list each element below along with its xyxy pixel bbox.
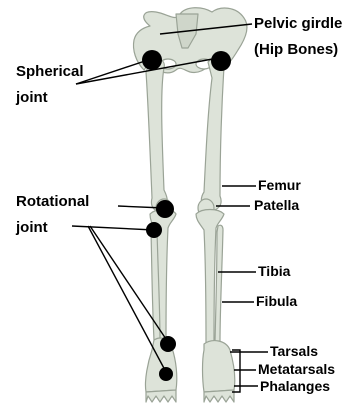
label-rotational: Rotational xyxy=(16,192,89,211)
label-rotational-joint: joint xyxy=(16,218,48,237)
pointer-rotational-knee-2 xyxy=(72,226,154,230)
label-fibula: Fibula xyxy=(256,292,297,311)
pointer-spherical-left xyxy=(76,60,148,84)
toes-left xyxy=(146,390,176,402)
foot-right xyxy=(203,341,235,392)
label-hip-bones: (Hip Bones) xyxy=(254,40,338,59)
joint-marker-knee-upper xyxy=(156,200,174,218)
joint-marker-hip-left xyxy=(142,50,162,70)
toes-right xyxy=(204,390,234,402)
joint-marker-ankle xyxy=(160,336,176,352)
label-spherical-joint: joint xyxy=(16,88,48,107)
label-pelvic-girdle: Pelvic girdle xyxy=(254,14,342,33)
label-femur: Femur xyxy=(258,176,301,195)
joint-marker-hip-right xyxy=(211,51,231,71)
label-tarsals: Tarsals xyxy=(270,342,318,361)
label-phalanges: Phalanges xyxy=(260,377,330,396)
label-patella: Patella xyxy=(254,196,299,215)
femur-right xyxy=(201,59,224,211)
joint-marker-knee-lower xyxy=(146,222,162,238)
label-spherical: Spherical xyxy=(16,62,84,81)
label-tibia: Tibia xyxy=(258,262,290,281)
fibula-right xyxy=(215,225,223,344)
femur-left xyxy=(146,59,167,210)
joint-marker-foot xyxy=(159,367,173,381)
